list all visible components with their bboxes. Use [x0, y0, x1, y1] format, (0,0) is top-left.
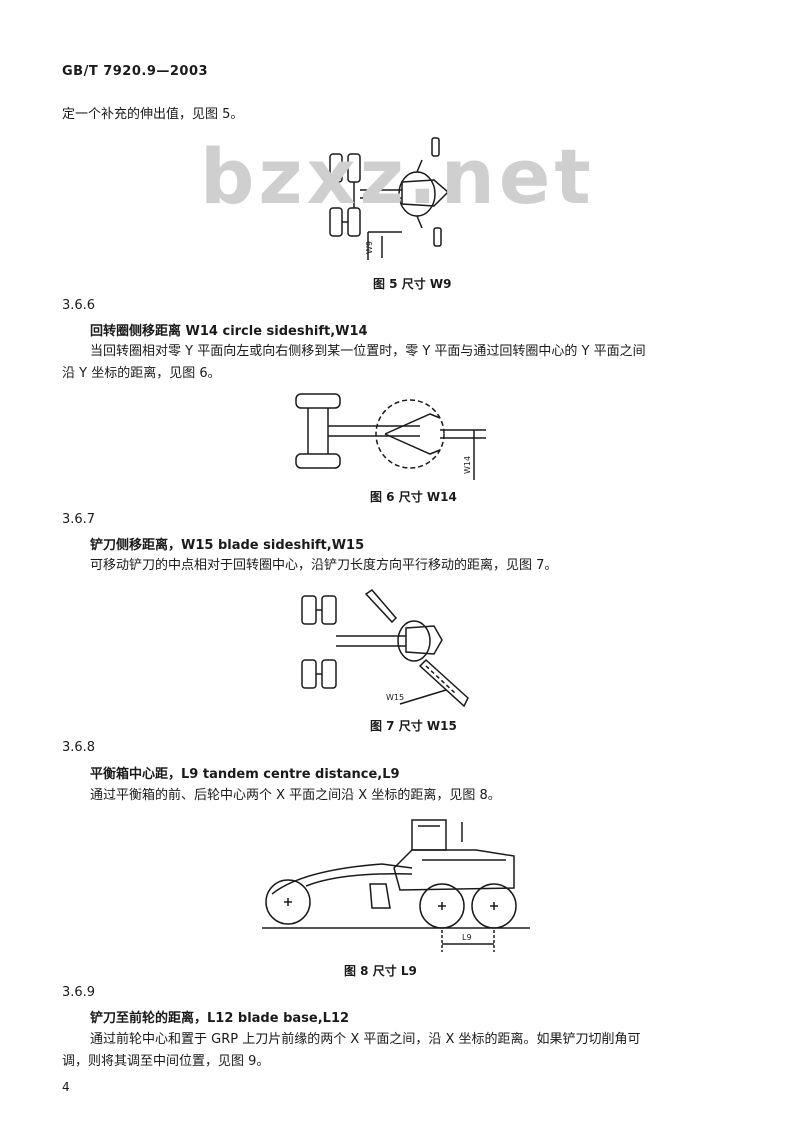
intro-line: 定一个补充的伸出值，见图 5。 — [62, 107, 244, 122]
clause-number: 3.6.7 — [62, 512, 96, 527]
figure-6-caption: 图 6 尺寸 W14 — [370, 490, 457, 504]
figure-6-dim-label: W14 — [463, 456, 472, 474]
definition-line: 沿 Y 坐标的距离，见图 6。 — [62, 366, 221, 381]
clause-number: 3.6.6 — [62, 298, 96, 313]
figure-7-caption: 图 7 尺寸 W15 — [370, 719, 457, 733]
figure-5-dim-label: W9 — [365, 241, 374, 254]
watermark: bzxz.net — [200, 132, 595, 221]
term-heading: 铲刀至前轮的距离，L12 blade base,L12 — [90, 1011, 350, 1026]
term-heading: 平衡箱中心距，L9 tandem centre distance,L9 — [90, 767, 400, 782]
figure-7-dim-label: W15 — [386, 693, 404, 702]
clause-number: 3.6.9 — [62, 985, 96, 1000]
definition-line: 当回转圈相对零 Y 平面向左或向右侧移到某一位置时，零 Y 平面与通过回转圈中心… — [90, 344, 646, 359]
term-heading: 回转圈侧移距离 W14 circle sideshift,W14 — [90, 324, 368, 339]
definition-line: 通过前轮中心和置于 GRP 上刀片前缘的两个 X 平面之间，沿 X 坐标的距离。… — [90, 1032, 641, 1047]
figure-8-caption: 图 8 尺寸 L9 — [344, 964, 417, 978]
clause-number: 3.6.8 — [62, 740, 96, 755]
standard-code: GB/T 7920.9—2003 — [62, 64, 209, 79]
figure-5-caption: 图 5 尺寸 W9 — [373, 277, 452, 291]
definition-line: 调，则将其调至中间位置，见图 9。 — [62, 1054, 270, 1069]
definition-line: 通过平衡箱的前、后轮中心两个 X 平面之间沿 X 坐标的距离，见图 8。 — [90, 788, 501, 803]
definition-line: 可移动铲刀的中点相对于回转圈中心，沿铲刀长度方向平行移动的距离，见图 7。 — [90, 558, 558, 573]
figure-8-dim-label: L9 — [462, 933, 472, 942]
term-heading: 铲刀侧移距离，W15 blade sideshift,W15 — [90, 538, 365, 553]
figure-6: W14 — [290, 390, 500, 482]
figure-5: W9 — [322, 132, 472, 264]
figure-7: W15 — [296, 586, 476, 712]
page-number: 4 — [62, 1080, 70, 1094]
figure-8: L9 — [262, 812, 532, 958]
